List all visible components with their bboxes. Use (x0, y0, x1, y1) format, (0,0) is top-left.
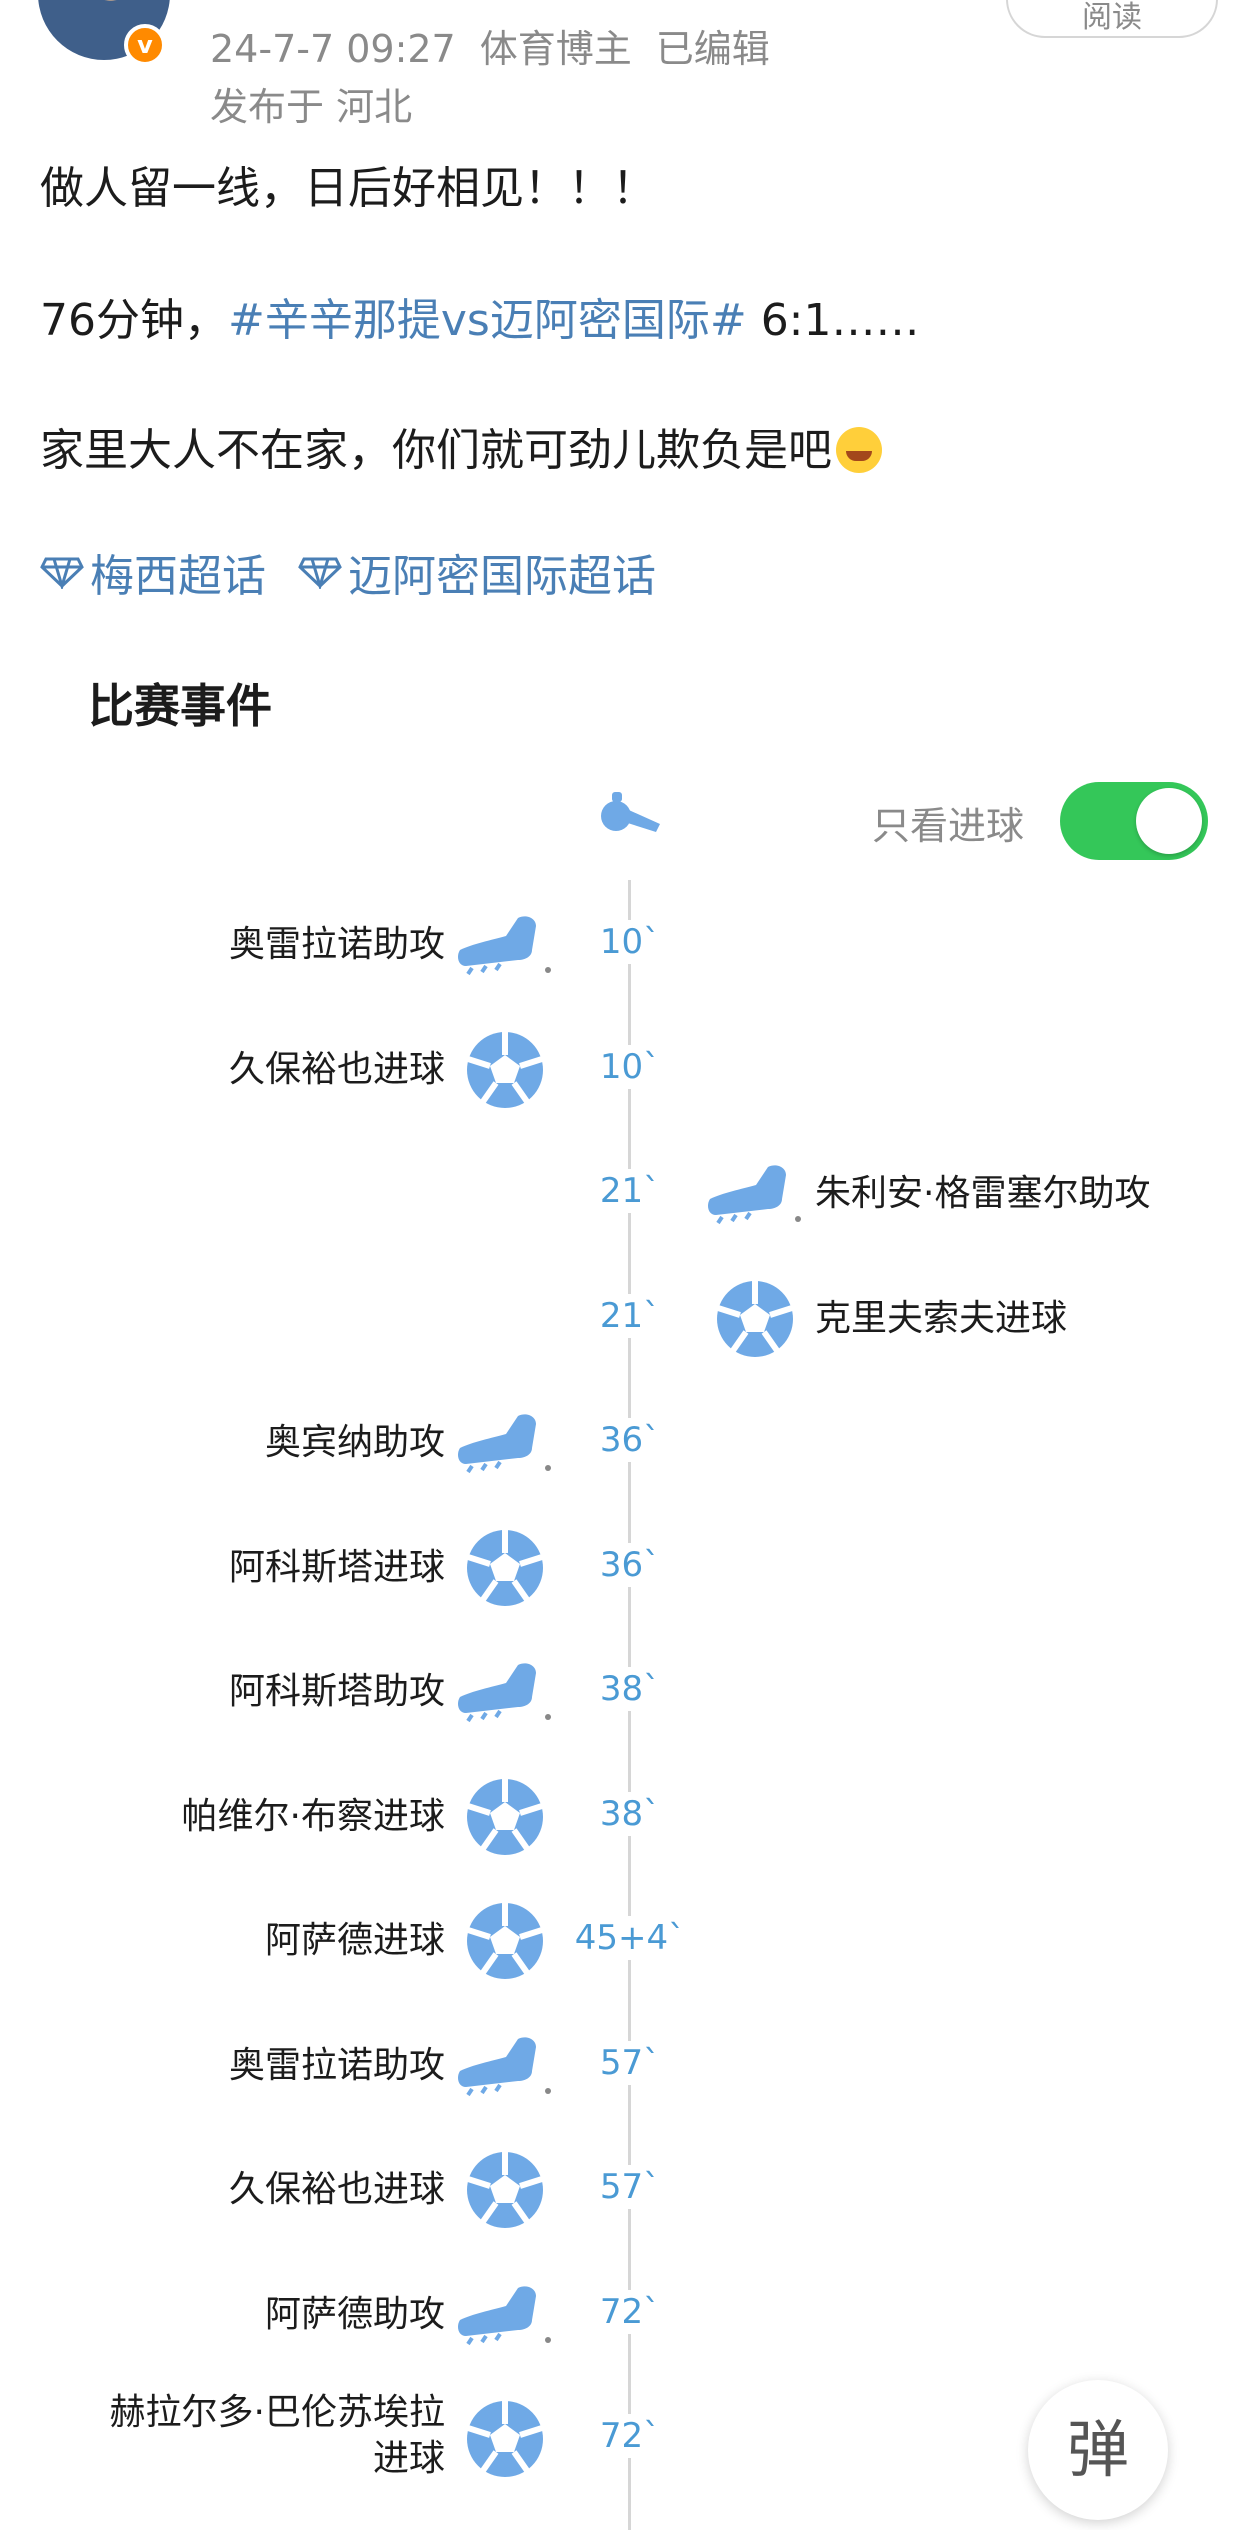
read-button[interactable]: 阅读 (1006, 0, 1218, 38)
goals-only-toggle[interactable] (1060, 782, 1208, 860)
event-player-name: 阿科斯塔进球 (228, 1546, 445, 1588)
supertopic-link-inter-miami[interactable]: 迈阿密国际超话 (298, 540, 656, 604)
boot-icon (452, 1657, 552, 1747)
event-player-name: 奥雷拉诺助攻 (228, 924, 445, 965)
event-player-name: 奥宾纳助攻 (264, 1422, 445, 1463)
verified-badge-icon: v (124, 24, 166, 66)
goals-only-label: 只看进球 (872, 804, 1025, 848)
event-row: 45+4` 阿萨德进球 (0, 1896, 1260, 1986)
event-time: 45+4` (565, 1916, 695, 1960)
event-time: 21` (565, 1293, 695, 1338)
event-row: 21` 克里夫索夫进球 (0, 1274, 1260, 1364)
event-row: 10` 奥雷拉诺助攻 (0, 900, 1260, 990)
event-player-name: 阿科斯塔助攻 (228, 1671, 445, 1712)
post-meta: 24-7-7 09:27 体育博主已编辑 (210, 18, 794, 73)
event-player-name: 久保裕也进球 (228, 1048, 445, 1090)
event-time: 36` (565, 1542, 695, 1587)
diamond-icon (298, 557, 342, 589)
supertopic-label: 梅西超话 (90, 551, 266, 602)
event-row: 10` 久保裕也进球 (0, 1025, 1260, 1115)
event-row: 38` 帕维尔·布察进球 (0, 1772, 1260, 1862)
event-player-name: 赫拉尔多·巴伦苏埃拉进球 (109, 2392, 445, 2479)
event-player-name: 久保裕也进球 (228, 2169, 445, 2210)
football-icon (460, 1025, 550, 1115)
post-text-prefix: 76分钟， (40, 295, 228, 346)
football-icon (460, 2394, 550, 2484)
boot-icon (452, 1408, 552, 1498)
football-icon (460, 2145, 550, 2235)
whistle-icon (601, 792, 660, 832)
event-row: 57` 奥雷拉诺助攻 (0, 2021, 1260, 2111)
event-player-name: 阿萨德进球 (264, 1920, 445, 1961)
post-text-suffix: 6:1…… (746, 295, 920, 346)
event-row: 57` 久保裕也进球 (0, 2145, 1260, 2235)
post-location: 发布于 河北 (210, 85, 413, 129)
event-time: 10` (565, 920, 695, 964)
boot-icon (702, 1159, 802, 1249)
event-player-name: 奥雷拉诺助攻 (228, 2044, 445, 2086)
football-icon (460, 1896, 550, 1986)
football-icon (710, 1274, 800, 1364)
event-row: 72` 赫拉尔多·巴伦苏埃拉进球 (0, 2392, 1260, 2484)
event-row: 21` 朱利安·格雷塞尔助攻 (0, 1149, 1260, 1239)
event-time: 21` (565, 1169, 695, 1213)
supertopic-list: 梅西超话 迈阿密国际超话 (40, 540, 674, 604)
edited-label: 已编辑 (655, 27, 770, 71)
boot-icon (452, 2280, 552, 2370)
event-row: 38` 阿科斯塔助攻 (0, 1647, 1260, 1737)
event-time: 36` (565, 1418, 695, 1462)
event-time: 72` (565, 2289, 695, 2334)
event-time: 38` (565, 1791, 695, 1836)
toggle-knob (1136, 788, 1202, 854)
post-text-line1: 做人留一线，日后好相见！！！ (40, 163, 656, 214)
event-row: 36` 阿科斯塔进球 (0, 1523, 1260, 1613)
post-text-line3: 家里大人不在家，你们就可劲儿欺负是吧 (40, 414, 882, 478)
laugh-cry-emoji-icon (836, 427, 882, 473)
boot-icon (452, 910, 552, 1000)
supertopic-link-messi[interactable]: 梅西超话 (40, 540, 266, 604)
football-icon (460, 1772, 550, 1862)
event-time: 10` (565, 1044, 695, 1089)
supertopic-label: 迈阿密国际超话 (348, 551, 656, 602)
event-time: 57` (565, 2165, 695, 2209)
post-text-line2: 76分钟，#辛辛那提vs迈阿密国际# 6:1…… (40, 284, 920, 348)
boot-icon (452, 2031, 552, 2121)
danmaku-button[interactable]: 弹 (1028, 2380, 1168, 2520)
event-player-name: 阿萨德助攻 (264, 2293, 445, 2335)
post-date: 24-7-7 09:27 (210, 27, 456, 71)
event-player-name: 帕维尔·布察进球 (181, 1795, 445, 1837)
hashtag-link[interactable]: #辛辛那提vs迈阿密国际# (228, 295, 747, 346)
event-row: 72` 阿萨德助攻 (0, 2270, 1260, 2360)
diamond-icon (40, 557, 84, 589)
football-icon (460, 1523, 550, 1613)
event-player-name: 朱利安·格雷塞尔助攻 (815, 1173, 1151, 1214)
post-text-line3-text: 家里大人不在家，你们就可劲儿欺负是吧 (40, 425, 832, 476)
event-time: 38` (565, 1667, 695, 1711)
event-player-name: 克里夫索夫进球 (815, 1297, 1068, 1339)
match-events-title: 比赛事件 (88, 679, 272, 733)
author-badge: 体育博主 (479, 27, 632, 71)
event-time: 72` (565, 2414, 695, 2458)
event-time: 57` (565, 2040, 695, 2085)
event-row: 36` 奥宾纳助攻 (0, 1398, 1260, 1488)
